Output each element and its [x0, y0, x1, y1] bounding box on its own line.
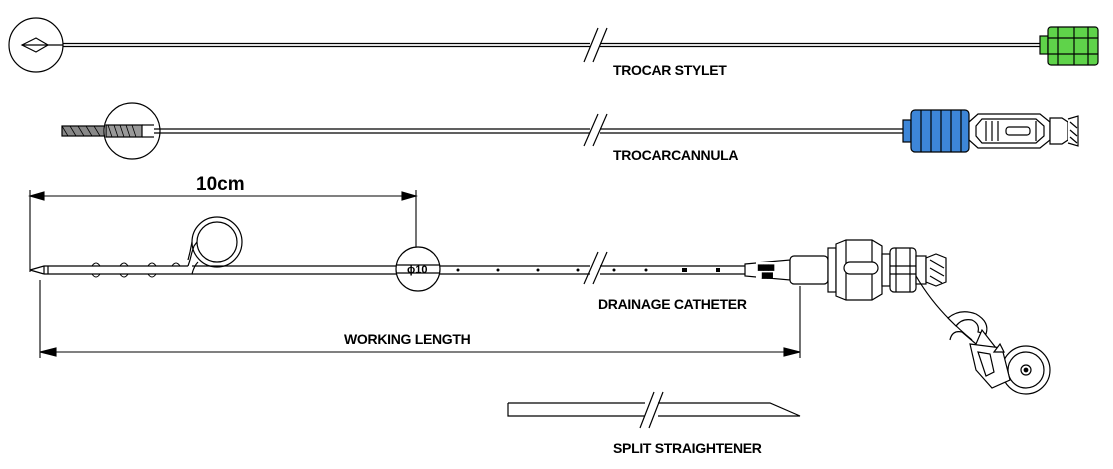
diameter-marker: ϕ10: [407, 264, 427, 276]
stylet-break-mark: [583, 27, 599, 63]
cap-tether: [915, 275, 973, 341]
split-straightener: [507, 391, 801, 429]
diameter-marker-magnifier: [395, 246, 441, 292]
cannula-hub: [902, 109, 1079, 153]
hub-marking-text-2: ▆▆: [761, 272, 773, 279]
hub-marking-text: ▆▆▆: [757, 264, 775, 271]
label-split-straightener: SPLIT STRAIGHTENER: [613, 440, 762, 456]
working-length-dimension: [39, 280, 801, 358]
cannula-break-mark: [583, 113, 599, 147]
label-trocar-cannula: TROCARCANNULA: [613, 147, 738, 163]
pigtail-coil: [186, 216, 243, 275]
drainage-catheter: [29, 216, 1051, 395]
straightener-break-mark: [639, 391, 655, 429]
label-trocar-stylet: TROCAR STYLET: [613, 62, 727, 78]
catheter-tip: [29, 265, 186, 275]
trocar-stylet: [8, 17, 1099, 73]
label-drainage-catheter: DRAINAGE CATHETER: [598, 296, 747, 312]
coil-length-dimension: [27, 190, 419, 272]
catheter-side-holes: [456, 268, 720, 272]
label-working-length: WORKING LENGTH: [344, 331, 471, 347]
catheter-break-mark: [583, 251, 599, 285]
trocar-cannula: [61, 102, 1079, 160]
cap-clip: [947, 311, 988, 335]
catheter-hub: [744, 239, 1051, 395]
label-coil-length: 10cm: [196, 174, 245, 195]
stylet-hub: [1039, 26, 1099, 66]
